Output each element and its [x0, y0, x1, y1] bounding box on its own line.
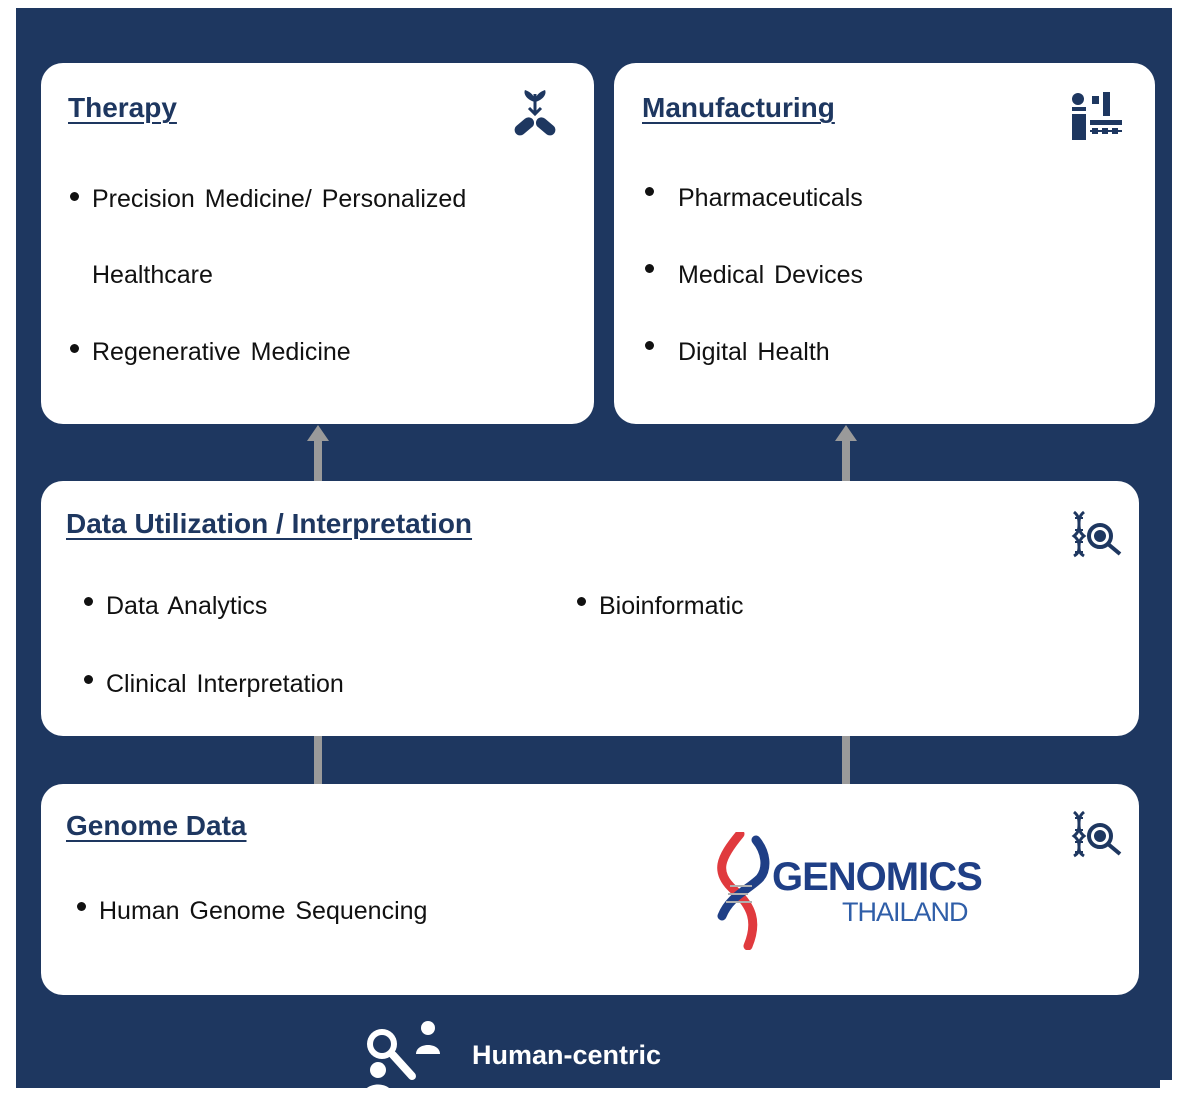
data-utilization-title: Data Utilization / Interpretation — [66, 508, 473, 539]
genome-data-title: Genome Data — [66, 810, 247, 841]
logo-thailand-text: THAILAND — [842, 897, 969, 927]
bullet — [77, 902, 86, 911]
footer-human-centric-label: Human-centric — [472, 1040, 662, 1070]
data-utilization-item-bioinformatic: Bioinformatic — [599, 592, 744, 620]
pill-plant-icon — [514, 90, 556, 136]
data-utilization-item-clinical-interpretation: Clinical Interpretation — [106, 670, 344, 698]
data-utilization-card — [41, 481, 1139, 736]
manufacturing-item-3: Digital Health — [678, 338, 830, 366]
arrowhead-manufacturing — [835, 425, 857, 441]
bullet — [645, 187, 654, 196]
factory-icon — [1072, 92, 1122, 140]
arrow-data-to-manufacturing — [842, 440, 850, 482]
data-utilization-item-data-analytics: Data Analytics — [106, 592, 268, 620]
therapy-item-healthcare: Healthcare — [92, 261, 213, 289]
bullet — [645, 341, 654, 350]
genomics-thailand-dna-logo-icon — [717, 832, 770, 950]
connector-genome-to-data-right — [842, 736, 850, 784]
arrowhead-therapy — [307, 425, 329, 441]
bullet — [70, 192, 79, 201]
manufacturing-title: Manufacturing — [642, 92, 835, 123]
genome-data-card — [41, 784, 1139, 995]
background-notch — [1160, 1080, 1172, 1088]
therapy-card — [41, 63, 594, 424]
therapy-title: Therapy — [68, 92, 177, 123]
manufacturing-card — [614, 63, 1155, 424]
bullet — [70, 344, 79, 353]
connector-genome-to-data-left — [314, 736, 322, 784]
bullet — [84, 597, 93, 606]
therapy-item-precision-medicine: Precision Medicine/ Personalized — [92, 185, 467, 213]
genome-data-item-sequencing: Human Genome Sequencing — [99, 897, 428, 925]
manufacturing-item-2: Medical Devices — [678, 261, 864, 289]
bullet — [84, 675, 93, 684]
manufacturing-item-1: Pharmaceuticals — [678, 184, 863, 212]
arrow-data-to-therapy — [314, 440, 322, 482]
dna-search-icon — [1071, 510, 1122, 558]
dna-search-icon — [1071, 810, 1122, 858]
bullet — [645, 264, 654, 273]
therapy-item-regenerative-medicine: Regenerative Medicine — [92, 338, 351, 366]
people-search-icon — [362, 1021, 440, 1098]
logo-genomics-text: GENOMICS — [772, 855, 983, 899]
bullet — [577, 597, 586, 606]
